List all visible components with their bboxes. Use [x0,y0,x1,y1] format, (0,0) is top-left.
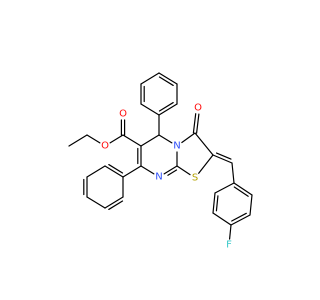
single-bond-c2-s1 [198,154,214,174]
atom-o-ketone: O [194,103,202,114]
atom-n-imine: N [155,172,162,183]
double-bond-c8a-n8-a [163,165,178,175]
atom-label-layer: O O O N N S F [101,103,232,251]
single-bond-a4-a5 [140,72,160,85]
double-bond-r3-r4-a [230,214,251,226]
double-bond-c8a-n8-b [167,169,178,176]
double-bond-c3-oK-b [192,113,197,134]
molecule-structure: O O O N N S F [68,72,253,251]
double-bond-r5-r6-a [212,192,216,214]
single-bond-cEst-c6 [122,134,142,147]
double-bond-b1-b2-a [104,165,124,178]
double-bond-b1-b2-b [108,163,124,174]
single-bond-c5-n4 [158,134,173,144]
single-bond-cx-r1 [231,162,235,184]
double-bond-a1-a2-b [158,101,174,112]
double-bond-c2-cx-b [215,152,232,160]
double-bond-r1-r2-b [233,186,249,197]
single-bond-r4-r5 [212,212,232,226]
double-bond-a1-a2-a [158,103,178,116]
single-bond-c6-c5 [140,134,160,147]
double-bond-b5-b6-a [104,196,124,209]
atom-f-para: F [226,240,232,251]
single-bond-c3-c2 [194,132,214,156]
single-bond-ch2-ch3 [68,134,88,147]
double-bond-c3-oK-a [195,113,200,134]
single-bond-r6-r1 [214,182,235,194]
atom-n-ring: N [173,141,180,152]
bond-layer [68,72,253,240]
double-bond-r3-r4-b [231,212,247,222]
single-bond-n8-c7 [140,165,155,175]
double-bond-c2-cx-a [212,154,233,164]
single-bond-r2-r3 [249,194,253,216]
single-bond-o2-ch2 [86,134,101,144]
double-bond-a3-a4-a [158,72,178,85]
atom-o-ester-carbonyl: O [119,109,127,120]
single-bond-n4-c3 [181,132,196,144]
single-bond-c7-b1 [122,165,142,178]
double-bond-a3-a4-b [158,76,174,87]
double-bond-r5-r6-b [215,195,219,212]
atom-o-ester-ether: O [101,141,109,152]
double-bond-b5-b6-b [108,200,124,211]
double-bond-r1-r2-a [233,182,253,196]
single-bond-r4-f [228,224,232,240]
single-bond-b4-b5 [86,196,106,209]
single-bond-cEst-o2 [109,134,124,144]
atom-s-ring: S [192,173,198,184]
single-bond-s1-c8a [176,165,191,176]
single-bond-b2-b3 [86,165,106,178]
single-bond-a6-a1 [140,103,160,116]
